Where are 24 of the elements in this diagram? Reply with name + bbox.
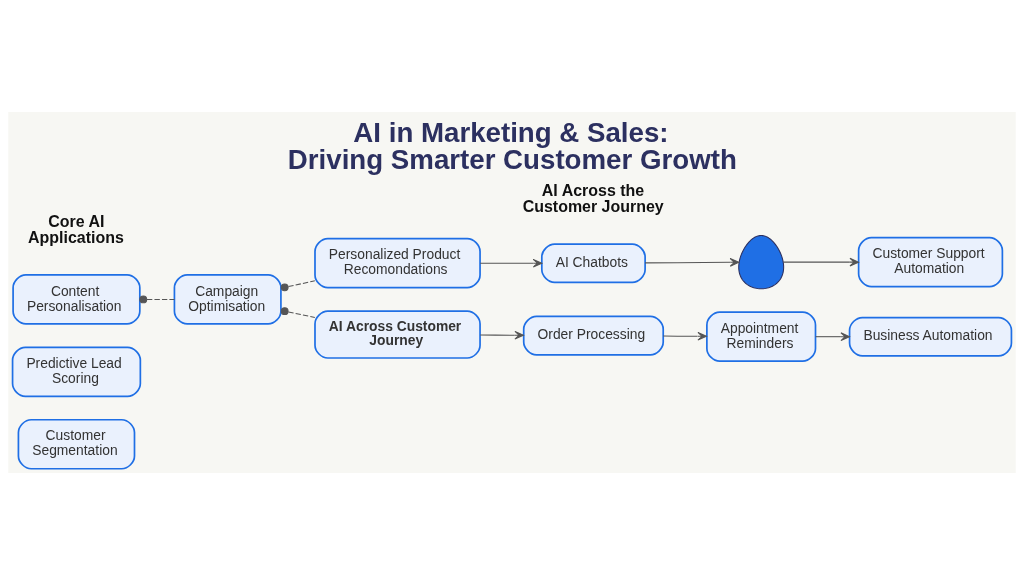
node-person xyxy=(738,235,785,290)
node-box: Personalized Product Recomondations xyxy=(314,237,481,289)
node-box: Customer Support Automation xyxy=(857,236,1004,288)
node-box: Appointment Reminders xyxy=(706,311,817,363)
connector xyxy=(280,307,316,318)
arrow xyxy=(479,330,524,340)
node-box: AI Across Customer Journey xyxy=(314,310,481,359)
connector xyxy=(139,295,175,304)
node-box: AI Chatbots xyxy=(540,243,646,284)
label: AI Across the Customer Journey xyxy=(522,182,664,216)
node-box: Content Personalisation xyxy=(12,274,141,325)
node-box: Predictive Lead Scoring xyxy=(11,346,142,398)
node-box: Business Automation xyxy=(848,316,1013,357)
diagram-title: AI in Marketing & Sales: Driving Smarter Customer Growth xyxy=(287,116,737,176)
arrow xyxy=(479,258,543,268)
node-box: Customer Segmentation xyxy=(17,418,136,470)
node-box: Order Processing xyxy=(522,315,665,356)
arrow xyxy=(782,257,860,267)
arrow xyxy=(662,331,707,341)
node-box: Campaign Optimisation xyxy=(173,274,282,325)
label: Core AI Applications xyxy=(28,213,124,246)
arrow xyxy=(815,332,850,342)
arrow xyxy=(644,258,740,267)
connector xyxy=(280,280,316,292)
